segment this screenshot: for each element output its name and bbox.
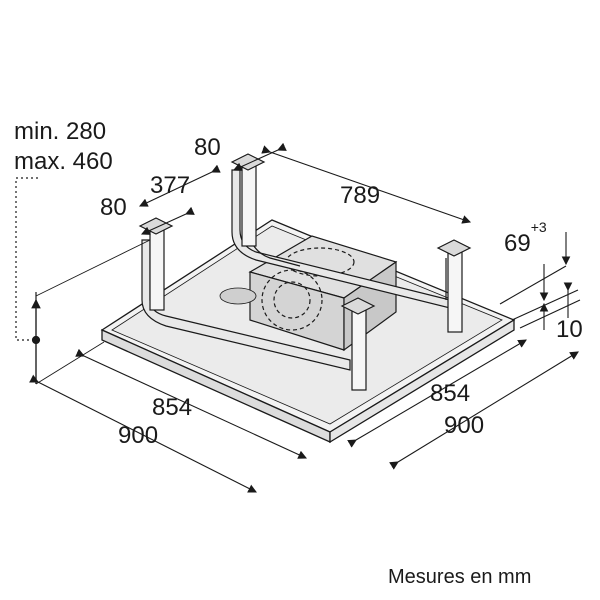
dim-outer-width-right: 900 [444,412,485,439]
dim-bracket-width-left: 80 [100,194,127,221]
dim-top-height-value: 69 [504,230,531,257]
dim-inner-width-right: 854 [430,380,471,407]
dim-outer-width-left: 900 [118,422,159,449]
dim-bracket-width-spacing: 789 [340,182,381,209]
dim-top-height-tolerance: +3 [530,219,547,235]
dim-bracket-depth-spacing: 377 [150,172,191,199]
dim-bracket-width-top: 80 [194,134,221,161]
height-min-label: min. 280 [14,118,107,145]
dimension-lines [29,142,581,493]
dim-frame-height: 10 [556,316,583,343]
bracket-post-front-right [436,239,472,333]
units-note: Mesures en mm [388,566,532,588]
height-max-label: max. 460 [14,148,113,175]
dim-inner-width-left: 854 [152,394,193,421]
dim-top-height: 69+3 [504,220,547,257]
